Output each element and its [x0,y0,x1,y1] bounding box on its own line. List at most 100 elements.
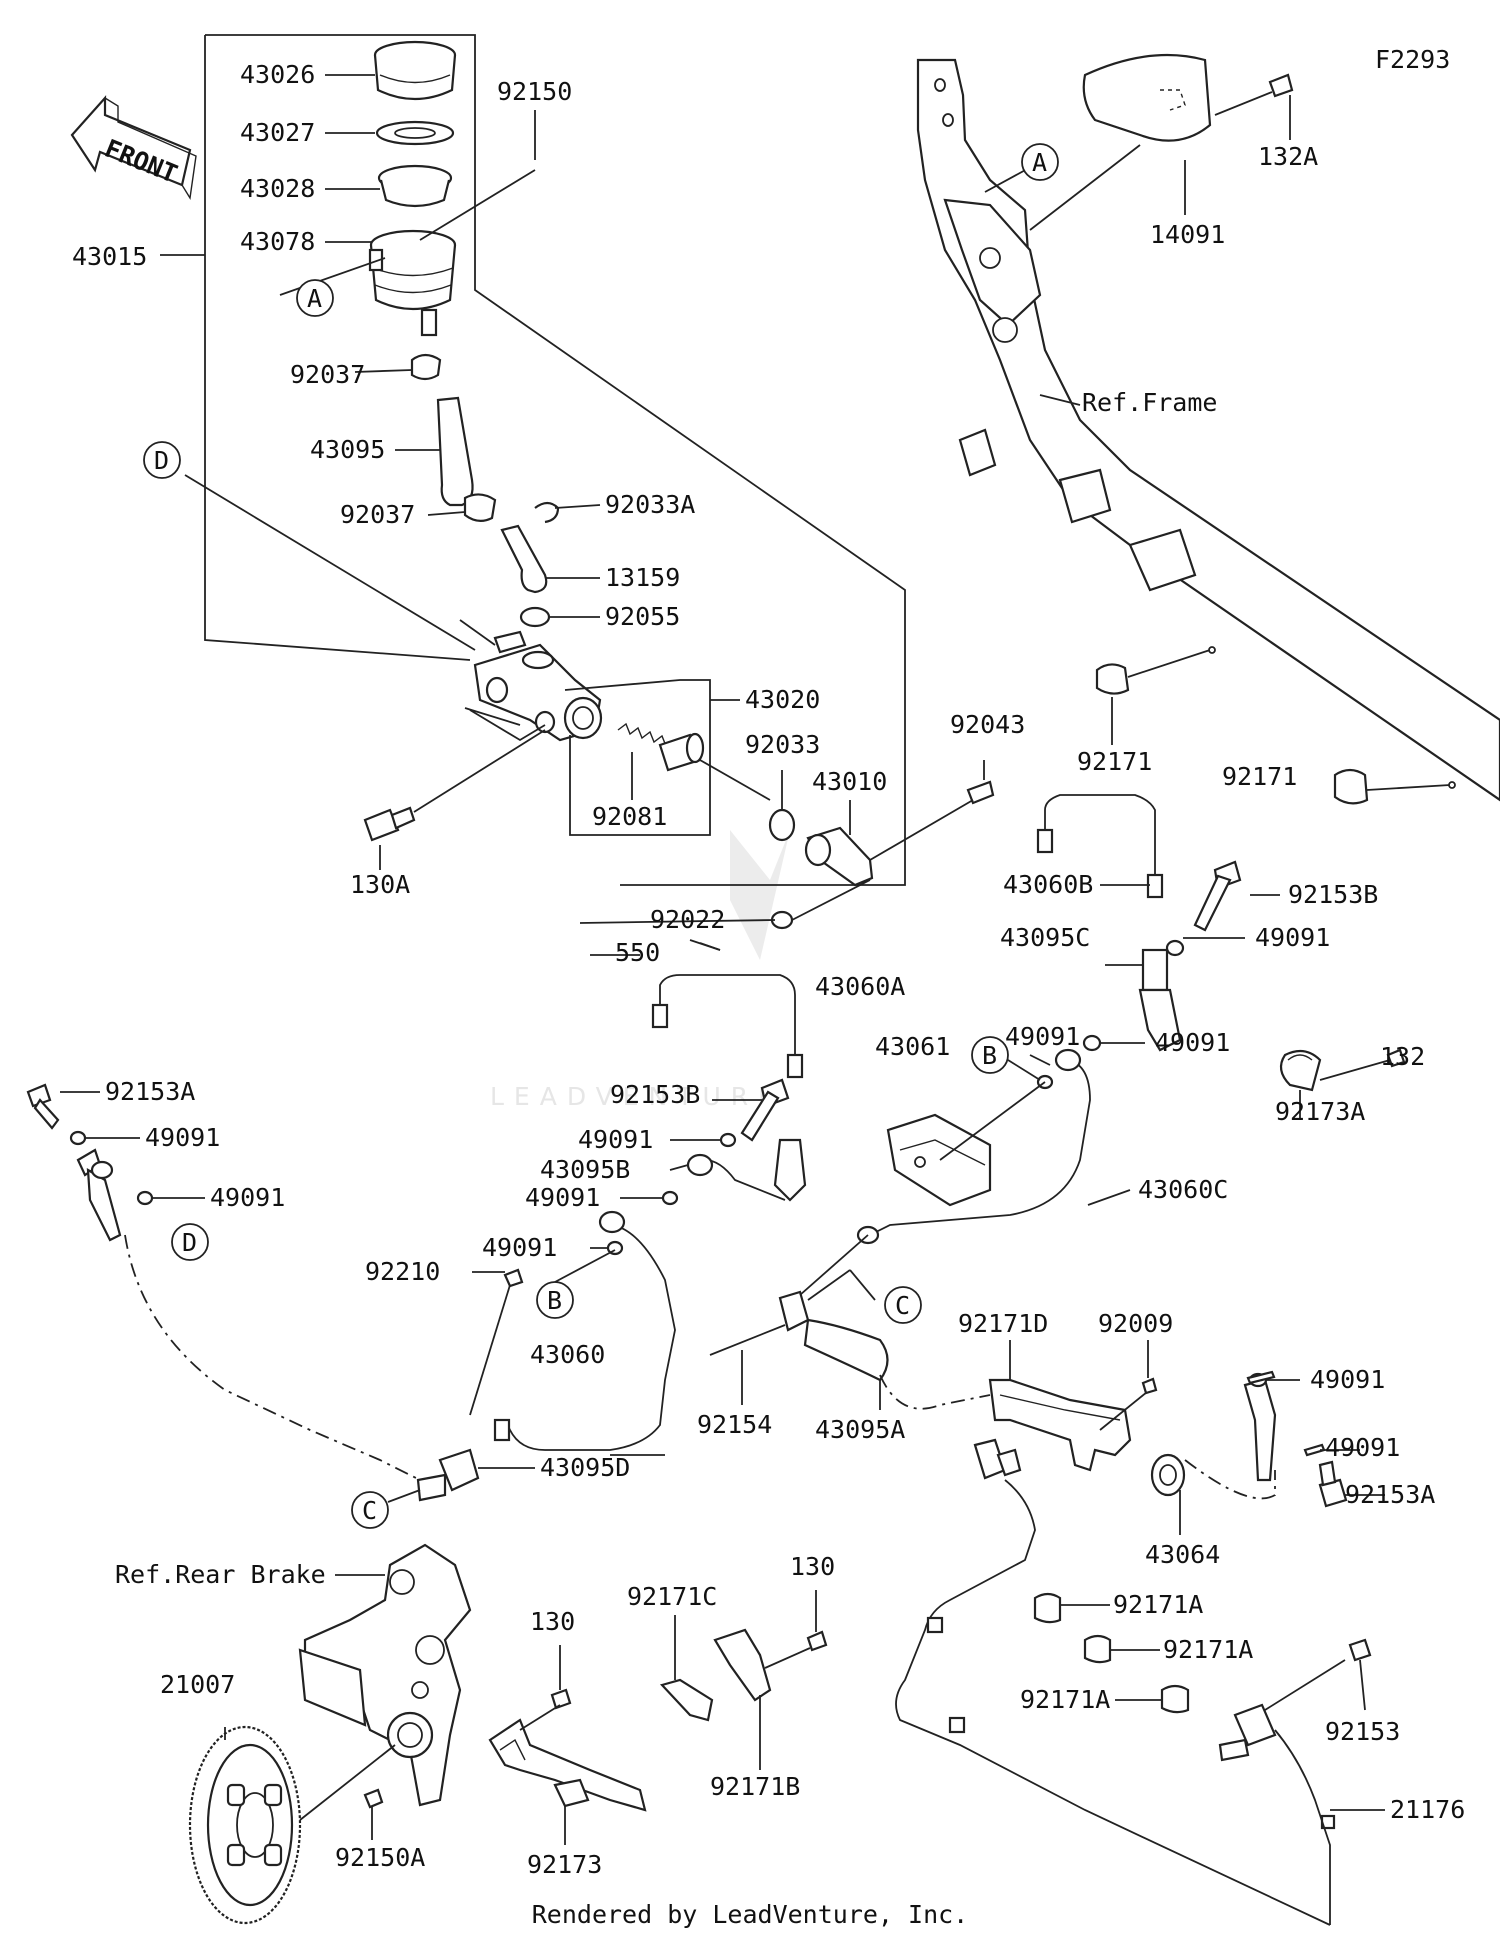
bolt-130-left [519,1645,572,1731]
bracket-92173 [488,1718,647,1845]
label-49091-h: 49091 [210,1183,285,1212]
bolt-92153 [1348,1638,1372,1711]
clip-92171a-1 [1033,1592,1062,1624]
label-49091-d: 49091 [525,1183,600,1212]
rear-brake-bracket [298,1543,472,1807]
sensor-harness [895,1438,1336,1926]
label-43060b: 43060B [1003,870,1093,899]
banjo-bolt-92153a-left [26,1083,60,1130]
label-43010: 43010 [812,767,887,796]
marker-b-top: B [971,1036,1009,1074]
circlip-92033 [768,808,796,842]
label-92037-upper: 92037 [290,360,365,389]
label-43095b: 43095B [540,1155,630,1184]
label-43095d: 43095D [540,1453,630,1482]
marker-d-top-text: D [154,446,169,475]
label-130-mid: 130 [790,1552,835,1581]
label-130a: 130A [350,870,410,899]
label-92055: 92055 [605,602,680,631]
washer-49091-c [719,1132,737,1148]
label-92153b: 92153B [610,1080,700,1109]
marker-a-left-text: A [307,284,322,313]
grommet-43064 [1150,1453,1186,1535]
label-92037-lower: 92037 [340,500,415,529]
label-550: 550 [615,938,660,967]
label-43028: 43028 [240,174,315,203]
cover-14091 [1029,53,1212,231]
washer-49091-d [661,1190,679,1206]
bracket-43061 [886,1113,992,1207]
label-92150a: 92150A [335,1843,425,1872]
marker-c-right: C [884,1286,922,1324]
marker-c-left-text: C [362,1496,377,1525]
label-92210: 92210 [365,1257,440,1286]
washer-49091-b [1082,1034,1102,1052]
bolt-92210 [469,1268,524,1416]
circlip-92033a [534,501,601,524]
label-92154: 92154 [697,1410,772,1439]
label-92033: 92033 [745,730,820,759]
marker-d-bottom-text: D [182,1228,197,1257]
watermark-logo [730,830,790,960]
label-92171a-2: 92171A [1163,1635,1253,1664]
marker-a-left: A [296,279,334,317]
banjo-bolt-92153b [740,1078,790,1142]
hose-clamp-upper [354,353,442,381]
label-92173a: 92173A [1275,1097,1365,1126]
label-92171a-1: 92171A [1113,1590,1203,1619]
marker-d-top: D [143,441,181,479]
label-43078: 43078 [240,227,315,256]
label-43064: 43064 [1145,1540,1220,1569]
clip-92171a-3 [1160,1684,1190,1714]
washer-49091-i [1246,1370,1276,1385]
label-92153: 92153 [1325,1717,1400,1746]
bracket-92171d [988,1340,1132,1472]
label-92153b-right: 92153B [1288,880,1378,909]
label-43015: 43015 [72,242,147,271]
label-92173: 92173 [527,1850,602,1879]
clip-92171-right [1333,768,1456,805]
label-92171b: 92171B [710,1772,800,1801]
bolt-130-mid [764,1590,828,1669]
piston [658,732,771,801]
washer-49091-g [69,1130,87,1146]
diagram-code: F2293 [1375,45,1450,74]
wheel-speed-sensor-21176 [1218,1659,1385,1925]
marker-c-right-text: C [895,1291,910,1320]
label-43027: 43027 [240,118,315,147]
abs-rotor-21007 [188,1725,396,1925]
o-ring-92055 [519,606,551,628]
label-92171d: 92171D [958,1309,1048,1338]
part-labels: 43026 43027 43028 43078 43015 92150 9203… [72,60,1465,1879]
banjo-bolt-92153a-right [1318,1460,1348,1508]
diaphragm [377,164,453,208]
label-49091-j: 49091 [1325,1433,1400,1462]
label-43095: 43095 [310,435,385,464]
label-21007: 21007 [160,1670,235,1699]
label-92171-right: 92171 [1222,762,1297,791]
label-43026: 43026 [240,60,315,89]
pipe-43060 [493,1210,676,1451]
marker-a-right-text: A [1032,148,1047,177]
label-43061: 43061 [875,1032,950,1061]
reservoir-cap [373,40,457,100]
pipe-43060a [651,974,804,1079]
clamp-92171c [659,1615,714,1722]
label-132a: 132A [1258,142,1318,171]
washer-49091-a [1165,939,1185,957]
banjo-bolt-92153b-right [1193,860,1242,932]
label-14091: 14091 [1150,220,1225,249]
marker-b-top-text: B [982,1041,997,1070]
pipe-43060b [1036,794,1164,899]
label-92009: 92009 [1098,1309,1173,1338]
label-92153a-right: 92153A [1345,1480,1435,1509]
fitting-43095d [416,1448,535,1502]
bolt-130a [363,729,546,870]
reservoir-tank [368,229,457,337]
fitting-43095b [686,1138,807,1202]
washer-49091-h [136,1190,154,1206]
label-21176: 21176 [1390,1795,1465,1824]
footer-credit: Rendered by LeadVenture, Inc. [531,1900,969,1929]
